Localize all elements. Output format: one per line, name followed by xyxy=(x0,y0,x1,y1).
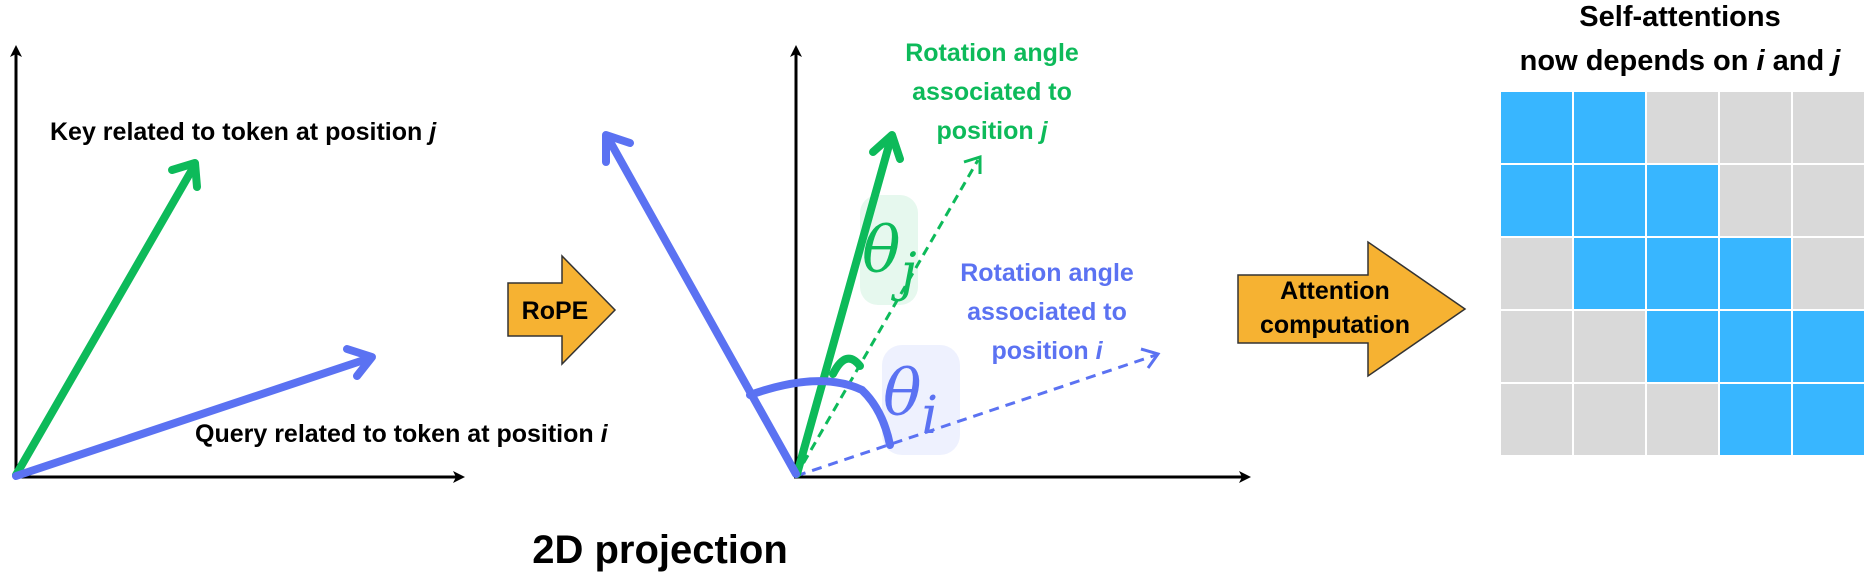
rotated-query-vector xyxy=(602,131,800,478)
attention-arrow: Attention computation xyxy=(1237,240,1467,378)
theta-i-symbol: θi xyxy=(883,357,938,446)
matrix-cell-r1-c4 xyxy=(1793,165,1864,236)
green-dashed-vector xyxy=(794,154,982,477)
matrix-cell-r0-c0 xyxy=(1501,92,1572,163)
matrix-cell-r3-c1 xyxy=(1574,311,1645,382)
matrix-cell-r1-c1 xyxy=(1574,165,1645,236)
matrix-cell-r4-c0 xyxy=(1501,384,1572,455)
projection-title: 2D projection xyxy=(532,528,788,572)
query-vector xyxy=(12,345,376,480)
svg-text:associated to: associated to xyxy=(967,298,1127,326)
attention-matrix xyxy=(1501,92,1864,455)
attention-matrix-title: Self-attentions now depends on i and j xyxy=(1520,1,1842,77)
matrix-cell-r2-c1 xyxy=(1574,238,1645,309)
matrix-cell-r0-c2 xyxy=(1647,92,1718,163)
matrix-cell-r3-c2 xyxy=(1647,311,1718,382)
rotated-key-vector xyxy=(793,131,904,478)
matrix-cell-r2-c2 xyxy=(1647,238,1718,309)
query-label: Query related to token at position i xyxy=(195,420,609,448)
key-label: Key related to token at position j xyxy=(50,118,437,146)
svg-text:position i: position i xyxy=(991,337,1103,365)
matrix-cell-r3-c4 xyxy=(1793,311,1864,382)
attention-label-line1: Attention xyxy=(1280,277,1390,305)
matrix-cell-r3-c0 xyxy=(1501,311,1572,382)
middle-panel: θj θi Rotation angle associated to posit… xyxy=(602,39,1251,483)
matrix-cell-r2-c0 xyxy=(1501,238,1572,309)
matrix-cell-r4-c1 xyxy=(1574,384,1645,455)
theta-i-highlight xyxy=(882,345,960,455)
matrix-cell-r1-c3 xyxy=(1720,165,1791,236)
svg-text:position j: position j xyxy=(936,117,1048,145)
theta-j-arc xyxy=(829,354,864,378)
matrix-cell-r4-c4 xyxy=(1793,384,1864,455)
theta-j-highlight xyxy=(860,195,918,305)
matrix-cell-r1-c2 xyxy=(1647,165,1718,236)
matrix-cell-r0-c1 xyxy=(1574,92,1645,163)
theta-i-arc xyxy=(746,377,894,449)
key-vector xyxy=(12,159,201,479)
matrix-cell-r1-c0 xyxy=(1501,165,1572,236)
svg-text:associated to: associated to xyxy=(912,78,1072,106)
left-panel: Key related to token at position j Query… xyxy=(10,45,609,483)
blue-rotation-caption: Rotation angle associated to position i xyxy=(960,259,1134,365)
matrix-cell-r0-c3 xyxy=(1720,92,1791,163)
svg-text:Rotation angle: Rotation angle xyxy=(960,259,1134,287)
matrix-cell-r0-c4 xyxy=(1793,92,1864,163)
theta-j-symbol: θj xyxy=(862,214,917,303)
attention-label-line2: computation xyxy=(1260,311,1410,339)
matrix-cell-r2-c3 xyxy=(1720,238,1791,309)
rope-arrow: RoPE xyxy=(507,254,617,366)
green-rotation-caption: Rotation angle associated to position j xyxy=(905,39,1079,145)
svg-text:now depends on i and j: now depends on i and j xyxy=(1520,45,1842,77)
matrix-cell-r4-c3 xyxy=(1720,384,1791,455)
matrix-cell-r2-c4 xyxy=(1793,238,1864,309)
matrix-cell-r4-c2 xyxy=(1647,384,1718,455)
blue-dashed-vector xyxy=(795,347,1161,478)
svg-text:Rotation angle: Rotation angle xyxy=(905,39,1079,67)
svg-text:Self-attentions: Self-attentions xyxy=(1579,1,1780,33)
rope-label: RoPE xyxy=(522,297,589,325)
matrix-cell-r3-c3 xyxy=(1720,311,1791,382)
